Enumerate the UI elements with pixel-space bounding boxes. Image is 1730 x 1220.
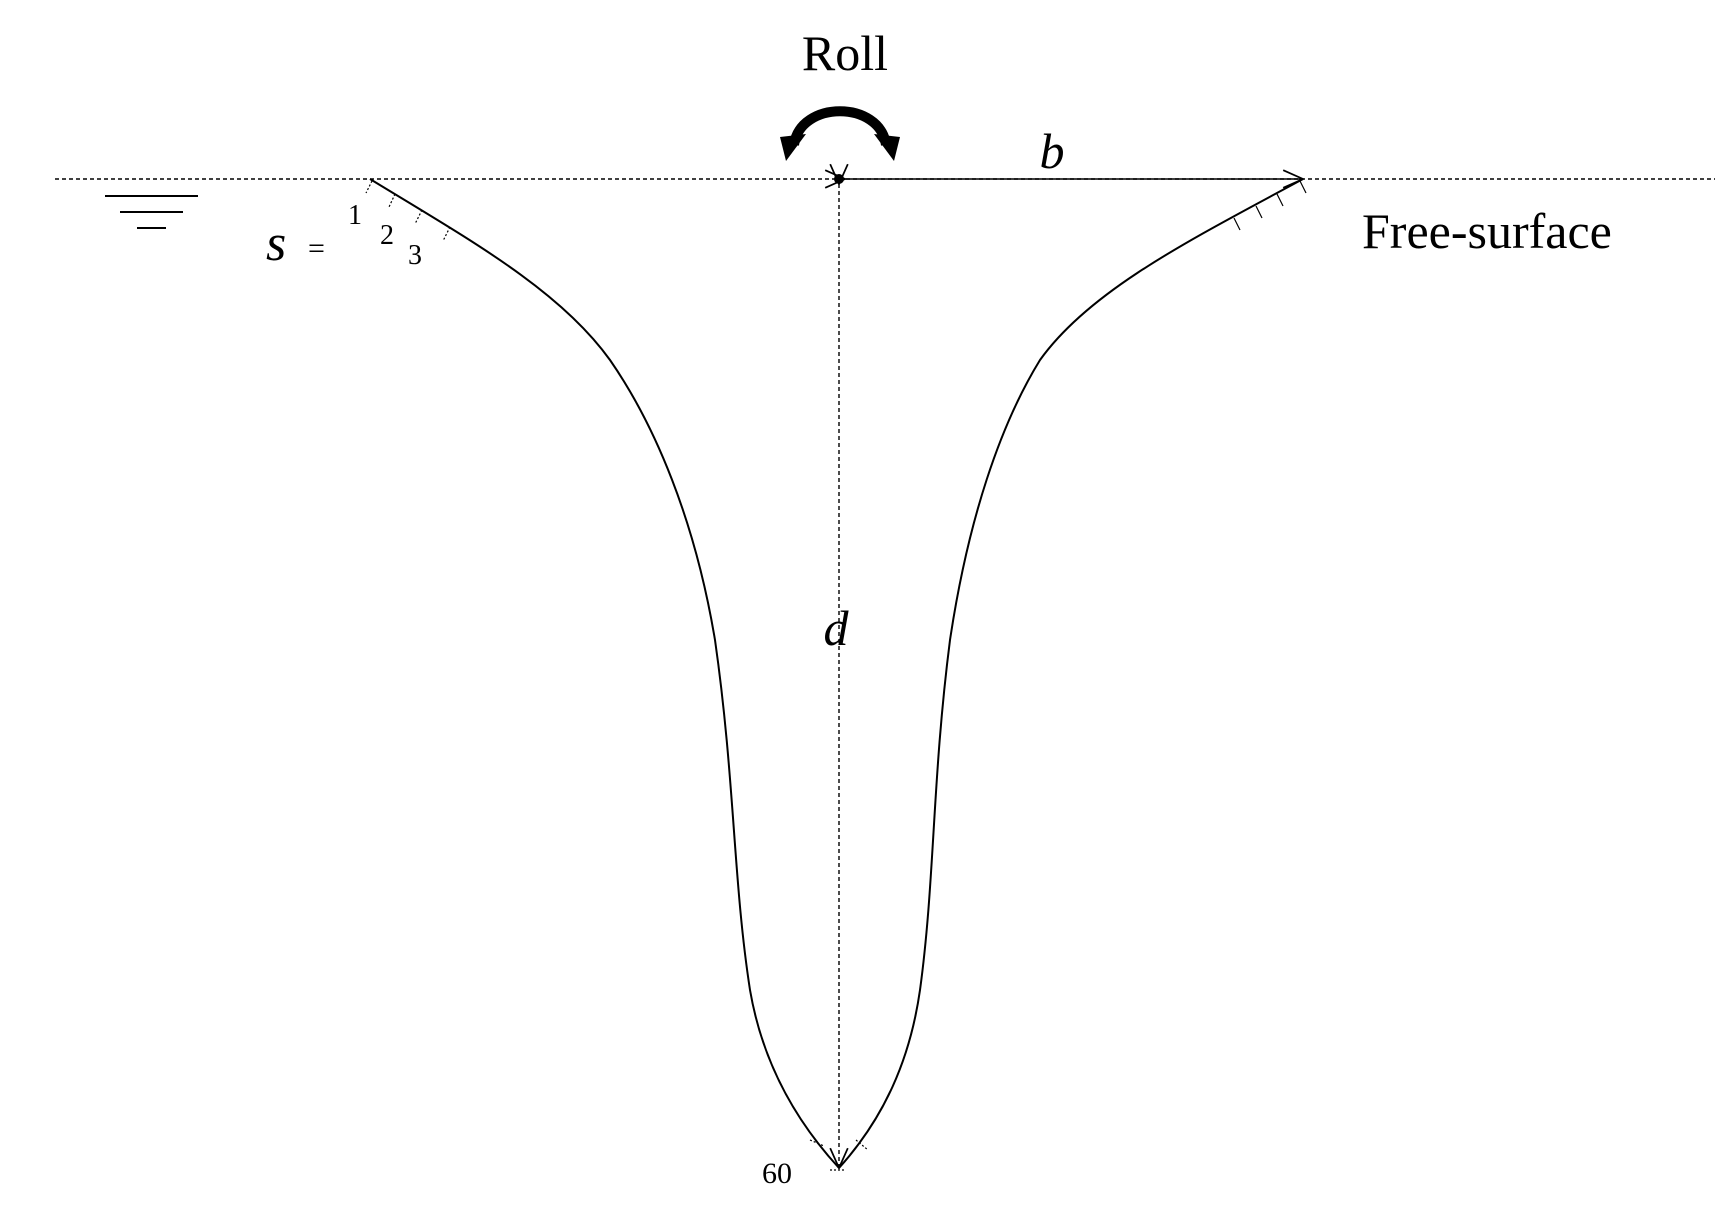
panel-number-60: 60 xyxy=(762,1157,792,1190)
free-surface-label: Free-surface xyxy=(1362,203,1612,259)
roll-center-point xyxy=(834,174,844,184)
panel-number-2: 2 xyxy=(380,220,394,251)
panel-ticks-left xyxy=(365,180,451,242)
roll-label: Roll xyxy=(802,25,888,81)
draft-label: d xyxy=(824,600,850,656)
beam-label: b xyxy=(1040,123,1065,179)
panel-index-symbol: s xyxy=(266,215,286,272)
water-level-symbol xyxy=(105,195,198,229)
hull-contour xyxy=(369,178,1304,1170)
panel-ticks-right xyxy=(1233,180,1307,231)
panel-number-3: 3 xyxy=(408,240,422,271)
panel-index-equals: = xyxy=(308,232,325,265)
panel-number-1: 1 xyxy=(348,200,362,231)
roll-rotation-arrow xyxy=(780,106,900,161)
panel-ticks-keel xyxy=(809,1139,869,1171)
